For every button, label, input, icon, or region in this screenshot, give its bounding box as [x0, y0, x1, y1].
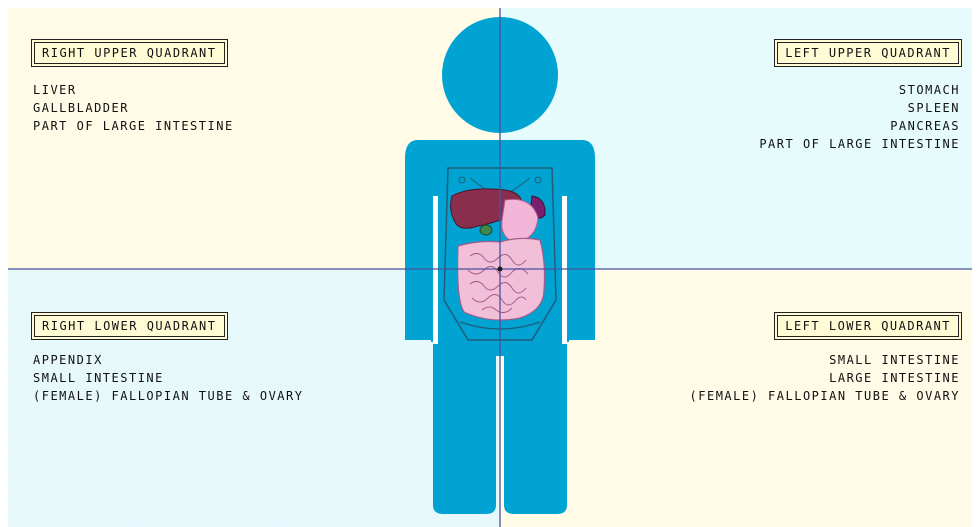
left-arm-gap [562, 196, 567, 344]
gallbladder-shape [480, 225, 492, 235]
organ-item: (FEMALE) FALLOPIAN TUBE & OVARY [33, 387, 303, 405]
organ-item: SPLEEN [759, 99, 960, 117]
right-upper-quadrant-label: RIGHT UPPER QUADRANT [31, 39, 228, 67]
organ-item: (FEMALE) FALLOPIAN TUBE & OVARY [690, 387, 960, 405]
organ-item: SMALL INTESTINE [33, 369, 303, 387]
left-leg-shape [504, 350, 567, 514]
left-upper-quadrant-label: LEFT UPPER QUADRANT [774, 39, 962, 67]
organ-item: SMALL INTESTINE [690, 351, 960, 369]
right-lower-quadrant-label: RIGHT LOWER QUADRANT [31, 312, 228, 340]
navel-marker [498, 267, 503, 272]
left-lower-organ-list: SMALL INTESTINE LARGE INTESTINE (FEMALE)… [690, 351, 960, 405]
right-upper-organ-list: LIVER GALLBLADDER PART OF LARGE INTESTIN… [33, 81, 234, 135]
large-intestine-shape [458, 238, 545, 320]
organ-item: LARGE INTESTINE [690, 369, 960, 387]
right-leg-shape [433, 350, 496, 514]
left-upper-organ-list: STOMACH SPLEEN PANCREAS PART OF LARGE IN… [759, 81, 960, 153]
organ-item: PART OF LARGE INTESTINE [759, 135, 960, 153]
left-lower-quadrant-label: LEFT LOWER QUADRANT [774, 312, 962, 340]
organ-item: APPENDIX [33, 351, 303, 369]
organ-item: STOMACH [759, 81, 960, 99]
organ-item: PART OF LARGE INTESTINE [33, 117, 234, 135]
organ-item: PANCREAS [759, 117, 960, 135]
organ-item: LIVER [33, 81, 234, 99]
organ-item: GALLBLADDER [33, 99, 234, 117]
right-arm-gap [433, 196, 438, 344]
right-lower-organ-list: APPENDIX SMALL INTESTINE (FEMALE) FALLOP… [33, 351, 303, 405]
